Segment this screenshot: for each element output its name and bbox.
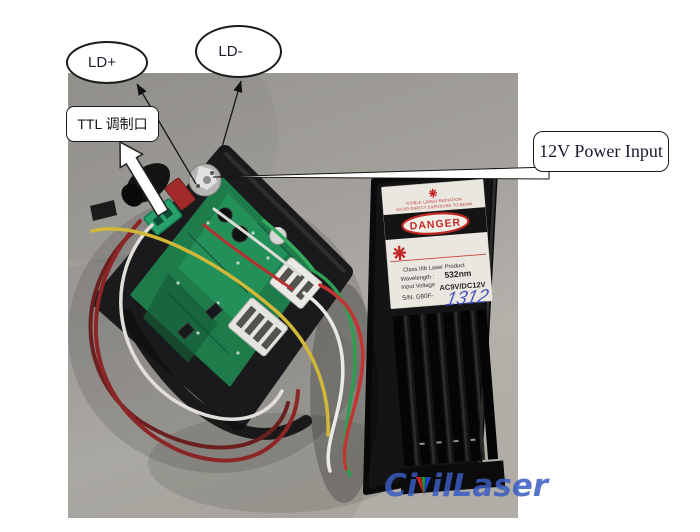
ttl-label: TTL 调制口 <box>77 116 148 132</box>
cap-highlight <box>271 227 282 232</box>
pcb-dark <box>143 273 218 363</box>
callout-ld-minus: LD- <box>195 25 282 78</box>
photo-scene: VISIBLE LASER RADIATION AVOID DIRECT EXP… <box>0 3 518 532</box>
danger-text: DANGER <box>409 217 461 233</box>
label-warning-line1: VISIBLE LASER RADIATION <box>405 196 462 205</box>
label-wavelength-value: 532nm <box>444 268 472 280</box>
laser-starburst-icon-2 <box>393 245 407 261</box>
handwritten-serial: 1312 <box>444 285 491 310</box>
callout-ld-plus: LD+ <box>66 41 148 84</box>
ic-chip <box>204 302 224 320</box>
driver-board <box>90 145 353 431</box>
green-wire-top <box>262 219 316 273</box>
watermark-v-icon <box>415 470 433 506</box>
ld-plus-label: LD+ <box>88 54 116 71</box>
ld-minus-label: LD- <box>218 43 243 60</box>
white-wire-loop <box>119 223 284 421</box>
product-photo: VISIBLE LASER RADIATION AVOID DIRECT EXP… <box>0 3 518 532</box>
label-red-rule <box>390 253 486 263</box>
power-connector <box>188 163 222 197</box>
danger-oval <box>401 212 470 235</box>
solder-pads <box>176 221 270 355</box>
dark-red-wire <box>94 219 300 463</box>
laser-module: VISIBLE LASER RADIATION AVOID DIRECT EXP… <box>363 168 506 495</box>
label-serial: S/N: G80F- <box>402 292 434 301</box>
label-voltage: Input Voltage <box>401 282 435 291</box>
ic-chip <box>176 322 196 340</box>
label-class-line: Class IIIb Laser Product <box>403 263 466 274</box>
heatsink-fins <box>392 309 499 467</box>
callout-power-input: 12V Power Input <box>533 131 669 172</box>
red-wire-top <box>202 223 294 291</box>
wire-header-2 <box>228 297 288 357</box>
label-wavelength: Wavelength : <box>400 274 434 283</box>
wire-bundle <box>88 207 365 477</box>
watermark-part2: ilLaser <box>431 468 549 504</box>
white-wire <box>302 291 345 473</box>
wire-shadow <box>148 413 408 513</box>
watermark-part1: Ci <box>384 468 418 504</box>
danger-label: VISIBLE LASER RADIATION AVOID DIRECT EXP… <box>381 179 506 495</box>
laser-starburst-icon <box>428 188 438 198</box>
civillaser-watermark: Ci ilLaser <box>384 468 548 506</box>
callout-ttl: TTL 调制口 <box>66 106 159 142</box>
label-voltage-value: AC9V/DC12V <box>439 280 486 293</box>
red-wire <box>318 283 365 471</box>
maroon-wire <box>88 229 290 450</box>
white-wire-top <box>212 207 302 277</box>
yellow-wire <box>90 227 330 437</box>
clip <box>90 200 117 221</box>
label-warning-line2: AVOID DIRECT EXPOSURE TO BEAM <box>396 201 472 212</box>
power-input-label: 12V Power Input <box>539 141 663 161</box>
